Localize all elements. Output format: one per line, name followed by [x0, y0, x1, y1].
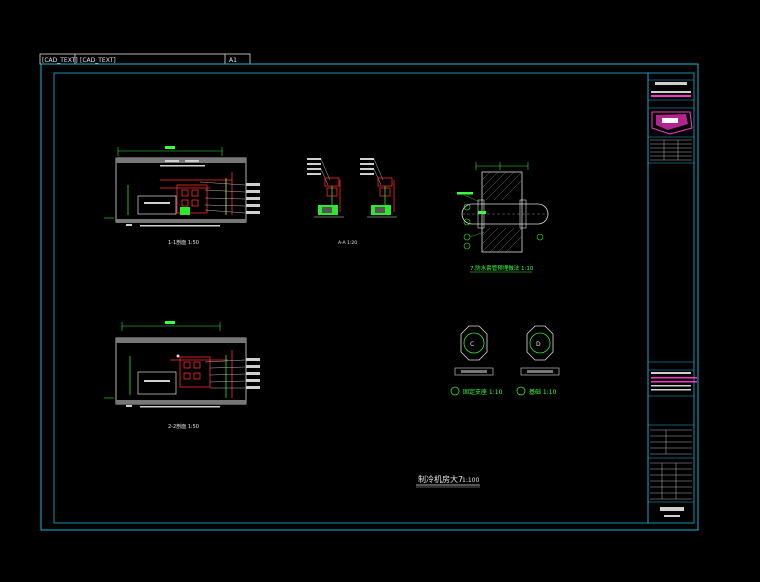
title-block	[647, 72, 697, 524]
circle-1-label: C	[470, 341, 474, 348]
title-block-company-bar	[655, 82, 687, 85]
header-field-3: A1	[229, 57, 237, 64]
signature-table	[650, 429, 692, 455]
header-field-1: [CAD_TEXT]	[42, 57, 78, 64]
section-2-caption: 2-2剖面 1:50	[168, 423, 199, 430]
header-field-2: [CAD_TEXT]	[80, 57, 116, 64]
waterproof-sleeve-detail: 7.防水套管预埋做法 1:10	[457, 162, 549, 273]
sheet-outer-border	[40, 63, 699, 531]
section-1-1-drawing: 1-1剖面 1:50	[104, 146, 260, 246]
sleeve-caption: 7.防水套管预埋做法 1:10	[470, 264, 534, 272]
section-1-caption: 1-1剖面 1:50	[168, 239, 199, 246]
project-name-block	[651, 372, 697, 391]
sheet-title: 制冷机房大7	[418, 474, 463, 484]
fixed-support-detail: C 固定支座 1:10	[450, 325, 503, 396]
company-logo-icon	[651, 111, 693, 135]
detail-caption: A-A 1:20	[338, 240, 357, 246]
drawing-number-bar	[660, 507, 684, 511]
circle-2-caption: 基础 1:10	[529, 388, 557, 396]
revision-table	[650, 139, 692, 161]
drawing-info-table	[650, 462, 692, 500]
circle-1-caption: 固定支座 1:10	[463, 388, 503, 396]
section-2-2-drawing: 2-2剖面 1:50	[104, 321, 260, 430]
foundation-detail: D 基础 1:10	[516, 325, 560, 396]
sheet-title-group: 制冷机房大7 1:100	[416, 474, 480, 488]
detail-a-a-drawing: A-A 1:20	[307, 158, 397, 246]
circle-2-label: D	[536, 341, 541, 348]
sheet-scale: 1:100	[462, 477, 479, 484]
